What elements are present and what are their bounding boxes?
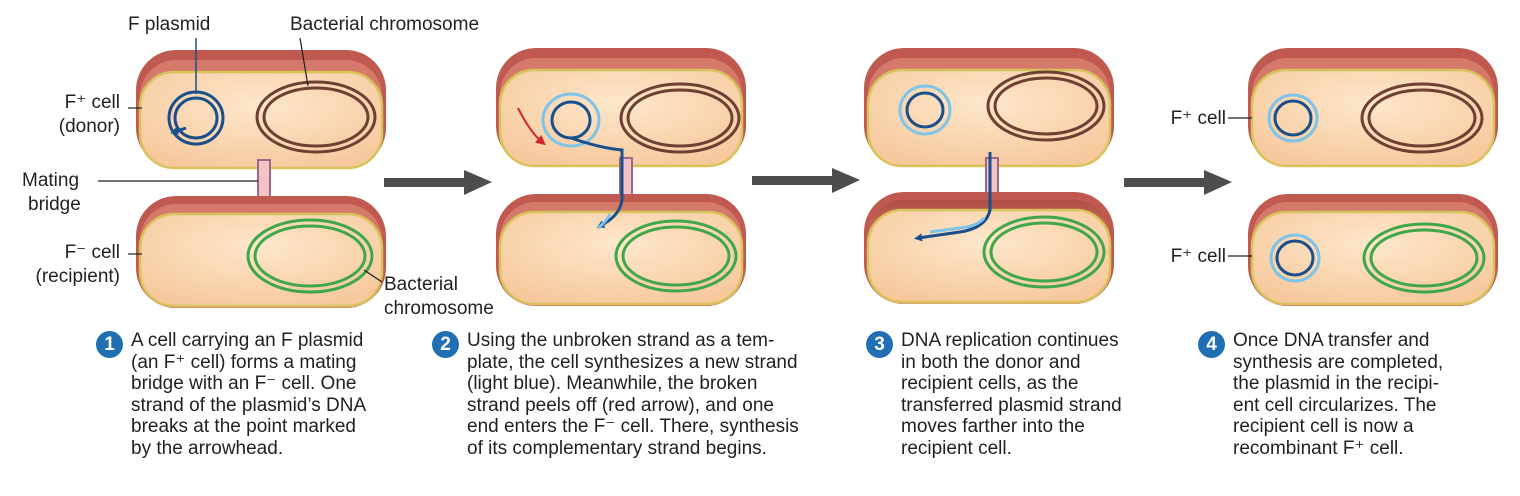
step-2: 2 Using the unbroken strand as a tem- pl… — [432, 330, 799, 460]
bottom-cell — [1248, 194, 1498, 306]
final-bottom-cell-label: F⁺ cell — [1171, 246, 1226, 267]
step-4: 4 Once DNA transfer and synthesis are co… — [1198, 330, 1443, 460]
bacterial-chromosome-label: Bacterial chromosome — [290, 14, 479, 35]
panel-1: F plasmid Bacterial chromosome F⁺ cell (… — [22, 14, 494, 319]
donor-cell — [864, 48, 1114, 168]
recipient-cell — [136, 196, 386, 308]
step-number-1: 1 — [96, 331, 123, 358]
panel-3 — [864, 48, 1114, 304]
step-1: 1 A cell carrying an F plasmid (an F⁺ ce… — [96, 330, 366, 460]
mating-bridge-label: Mating — [22, 170, 79, 191]
donor-cell — [136, 50, 386, 170]
step-text-1: A cell carrying an F plasmid (an F⁺ cell… — [131, 330, 367, 459]
step-number-3: 3 — [866, 331, 893, 358]
panel-2 — [496, 48, 746, 306]
f-plasmid-label: F plasmid — [128, 14, 210, 35]
bacterial-chromosome-bottom-sublabel: chromosome — [384, 298, 494, 319]
recipient-cell-sublabel: (recipient) — [36, 266, 120, 287]
donor-cell-sublabel: (donor) — [59, 116, 120, 137]
mating-bridge-sublabel: bridge — [28, 194, 81, 215]
recipient-cell — [864, 192, 1114, 304]
step-text-4: Once DNA transfer and synthesis are comp… — [1233, 330, 1444, 459]
top-cell — [1248, 48, 1498, 168]
recipient-cell — [496, 194, 746, 306]
step-text-2: Using the unbroken strand as a tem- plat… — [467, 330, 799, 459]
recipient-cell-label: F⁻ cell — [65, 242, 120, 263]
step-number-2: 2 — [432, 331, 459, 358]
step-text-3: DNA replication continues in both the do… — [901, 330, 1122, 459]
donor-cell-label: F⁺ cell — [65, 92, 120, 113]
final-top-cell-label: F⁺ cell — [1171, 108, 1226, 129]
step-number-4: 4 — [1198, 331, 1225, 358]
donor-cell — [496, 48, 746, 168]
panel-4: F⁺ cell F⁺ cell — [1171, 48, 1498, 306]
bacterial-chromosome-bottom-label: Bacterial — [384, 274, 458, 295]
step-3: 3 DNA replication continues in both the … — [866, 330, 1122, 460]
step-arrow-2 — [752, 168, 860, 193]
step-arrow-1 — [384, 170, 492, 195]
step-arrow-3 — [1124, 170, 1232, 195]
